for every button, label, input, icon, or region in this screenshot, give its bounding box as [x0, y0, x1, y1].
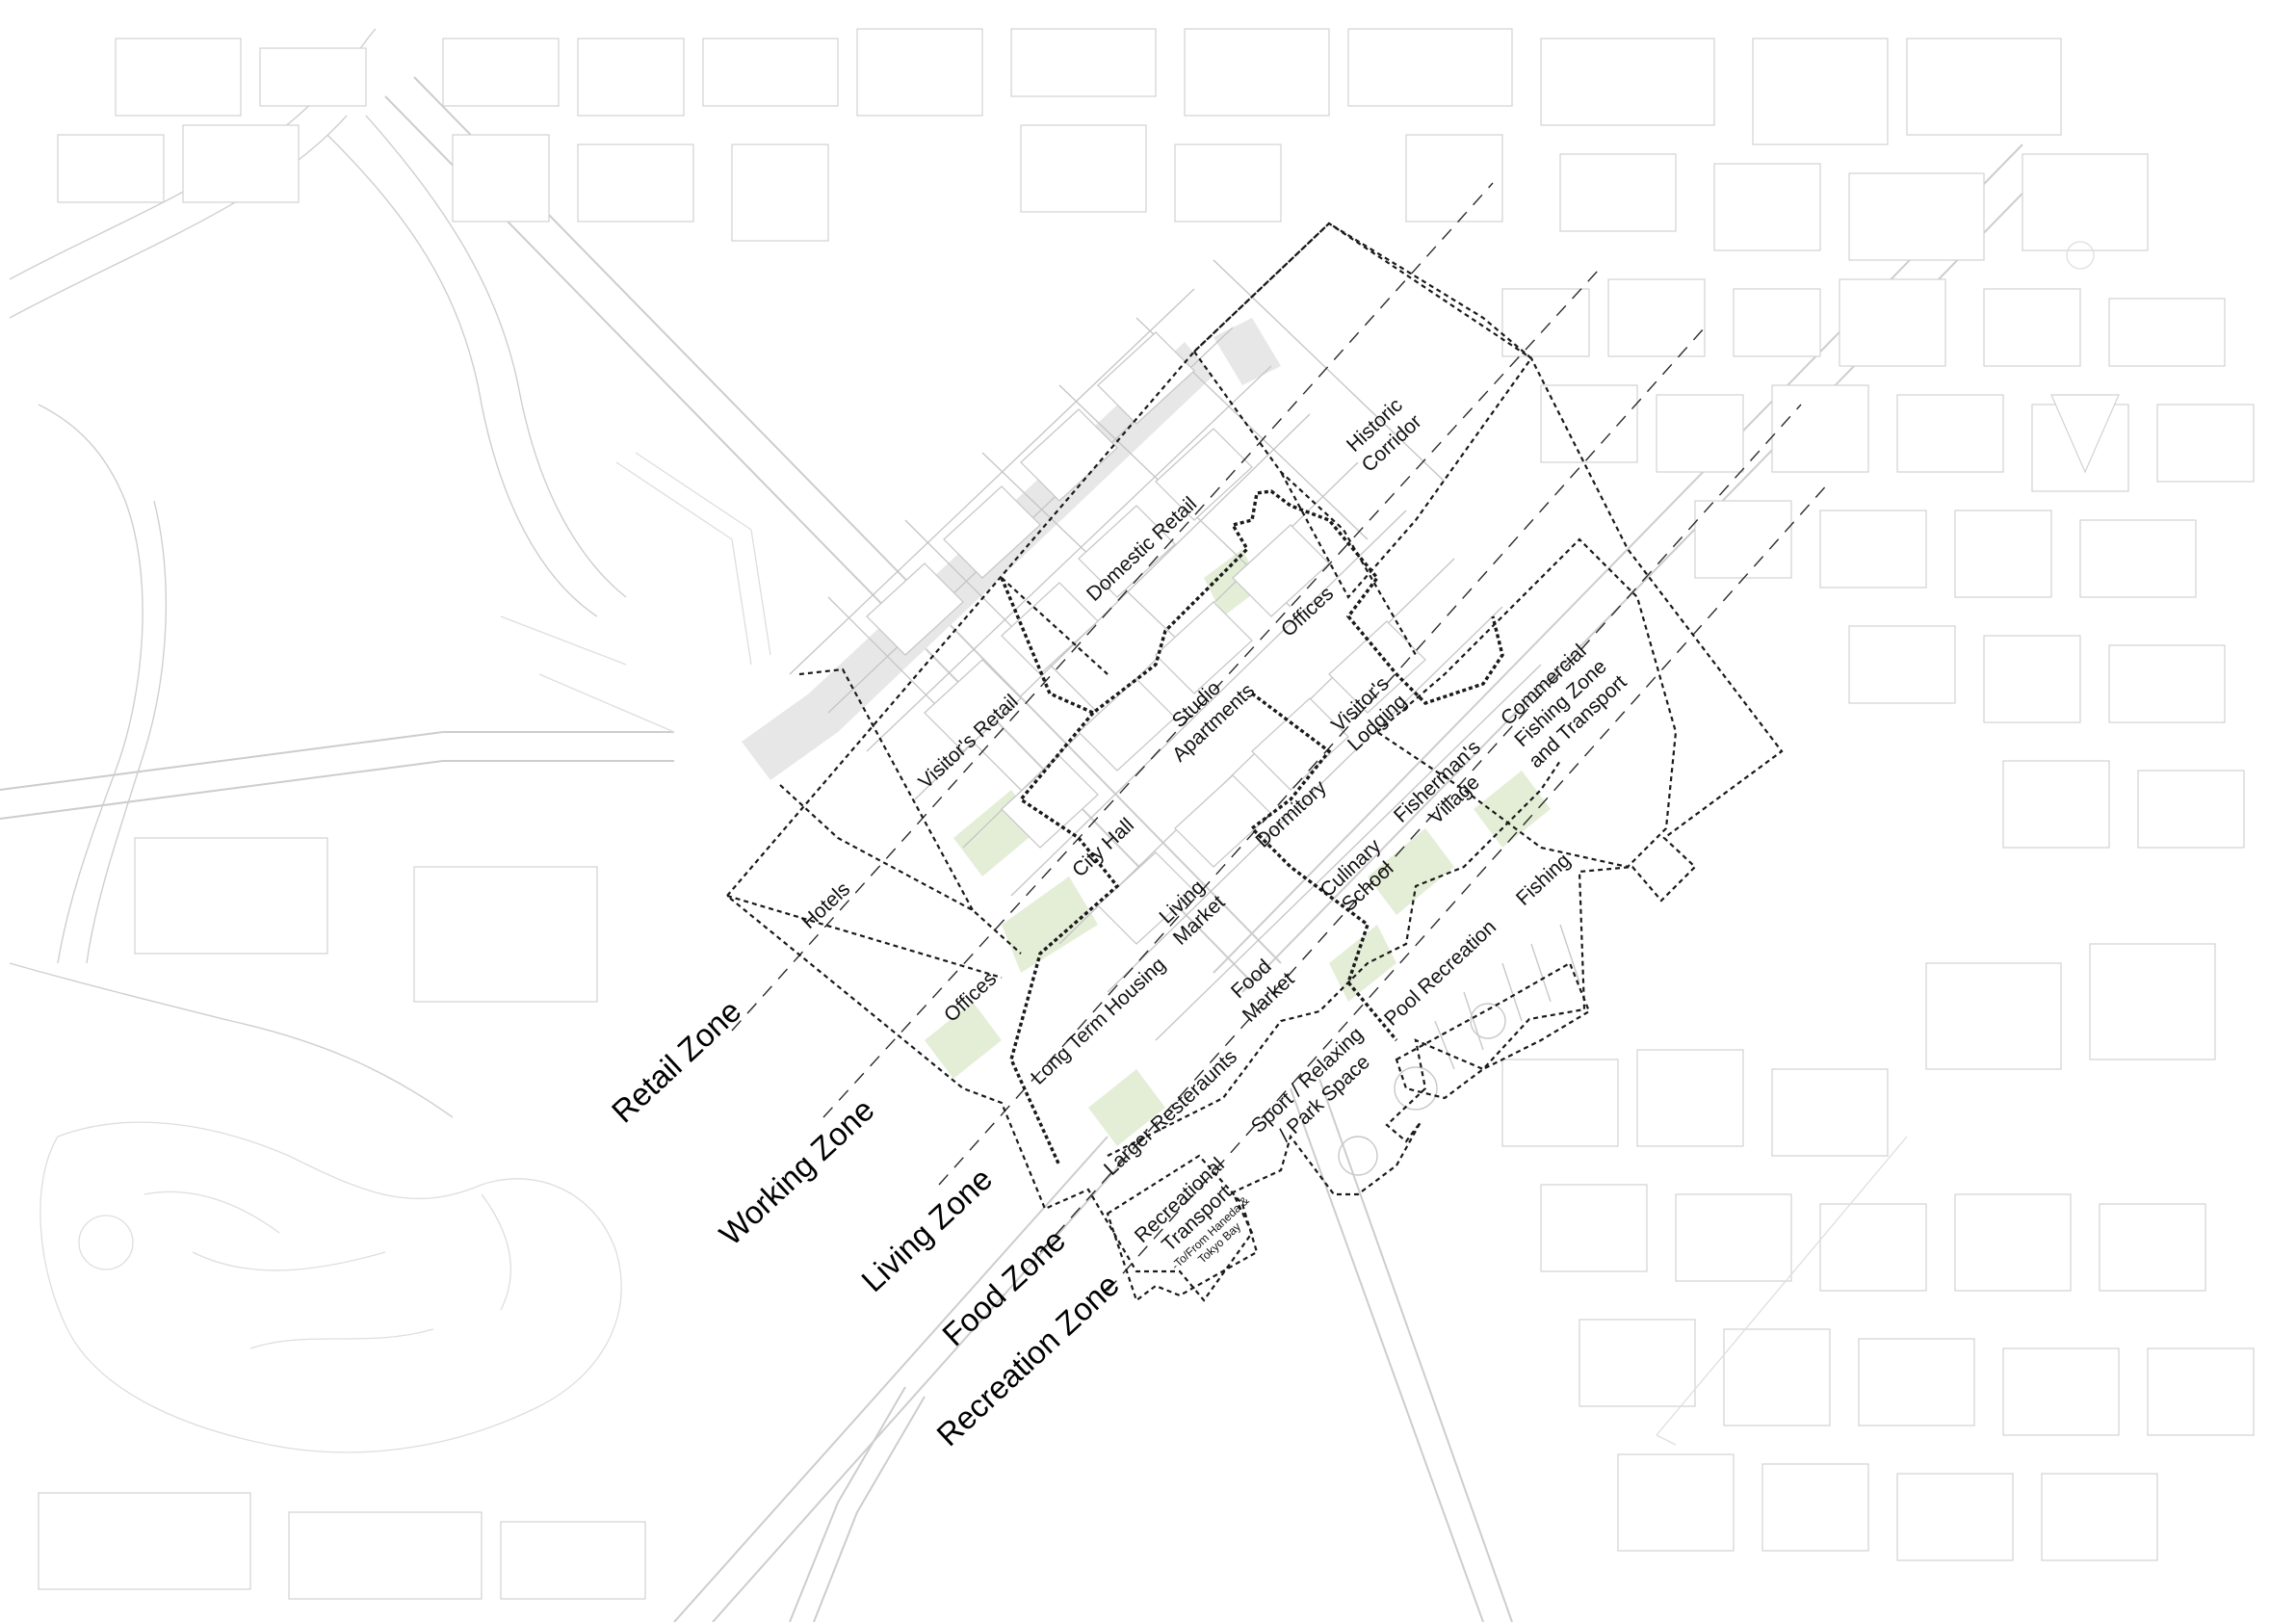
boundary-fishing [1375, 537, 1678, 869]
corridor-shade [1213, 318, 1281, 385]
study-area-buildings [742, 259, 1580, 1176]
southeast-blocks [1501, 943, 2255, 1561]
zone-boundaries [725, 222, 1784, 1302]
park-patch [925, 1002, 1002, 1079]
zone-name-living: Living Zone [854, 1161, 999, 1298]
zone-name-recreation: Recreation Zone [929, 1267, 1126, 1452]
label-city-hall: City Hall [1068, 814, 1138, 881]
boundary-pool [1395, 961, 1591, 1100]
boundary-working-living [1000, 489, 1504, 715]
avenue-sw-ne [673, 144, 2052, 1622]
zone-name-retail: Retail Zone [605, 993, 748, 1130]
boundary-transport [1106, 1154, 1259, 1302]
axis-living [938, 327, 1706, 1186]
axis-food [1039, 404, 1802, 1253]
park-patch [1474, 771, 1551, 848]
zone-axes [731, 182, 1831, 1292]
park-patch [1368, 828, 1454, 915]
axis-retail [731, 182, 1494, 1032]
boundary-food-recreation [1107, 760, 1561, 1157]
avenue-west [0, 731, 674, 820]
axis-recreation [1107, 481, 1831, 1292]
boundary-living-food [1009, 692, 1398, 1166]
north-blocks [57, 28, 2149, 261]
marina-piers [1338, 924, 1580, 1176]
pier-lines [500, 452, 771, 733]
park-outline [39, 1121, 622, 1453]
southwest-blocks [38, 837, 646, 1600]
boundary-retail [726, 351, 1417, 980]
label-fishing: Fishing [1512, 850, 1575, 910]
boundary-historic [1193, 222, 1533, 599]
pond-circle [78, 1215, 134, 1270]
park-patch [1329, 925, 1396, 1002]
east-blocks [1501, 241, 2255, 849]
river-bank [326, 115, 627, 617]
avenue-nw-se [384, 76, 1513, 1622]
park-paths [144, 1190, 512, 1349]
quay-south [789, 1386, 926, 1622]
basemap [0, 28, 2255, 1622]
park-patch [1002, 876, 1098, 973]
park-patch [1088, 1069, 1165, 1146]
zone-name-working: Working Zone [713, 1091, 881, 1252]
axis-working [822, 269, 1600, 1118]
label-long-term-housing: Long Term Housing [1027, 954, 1170, 1089]
